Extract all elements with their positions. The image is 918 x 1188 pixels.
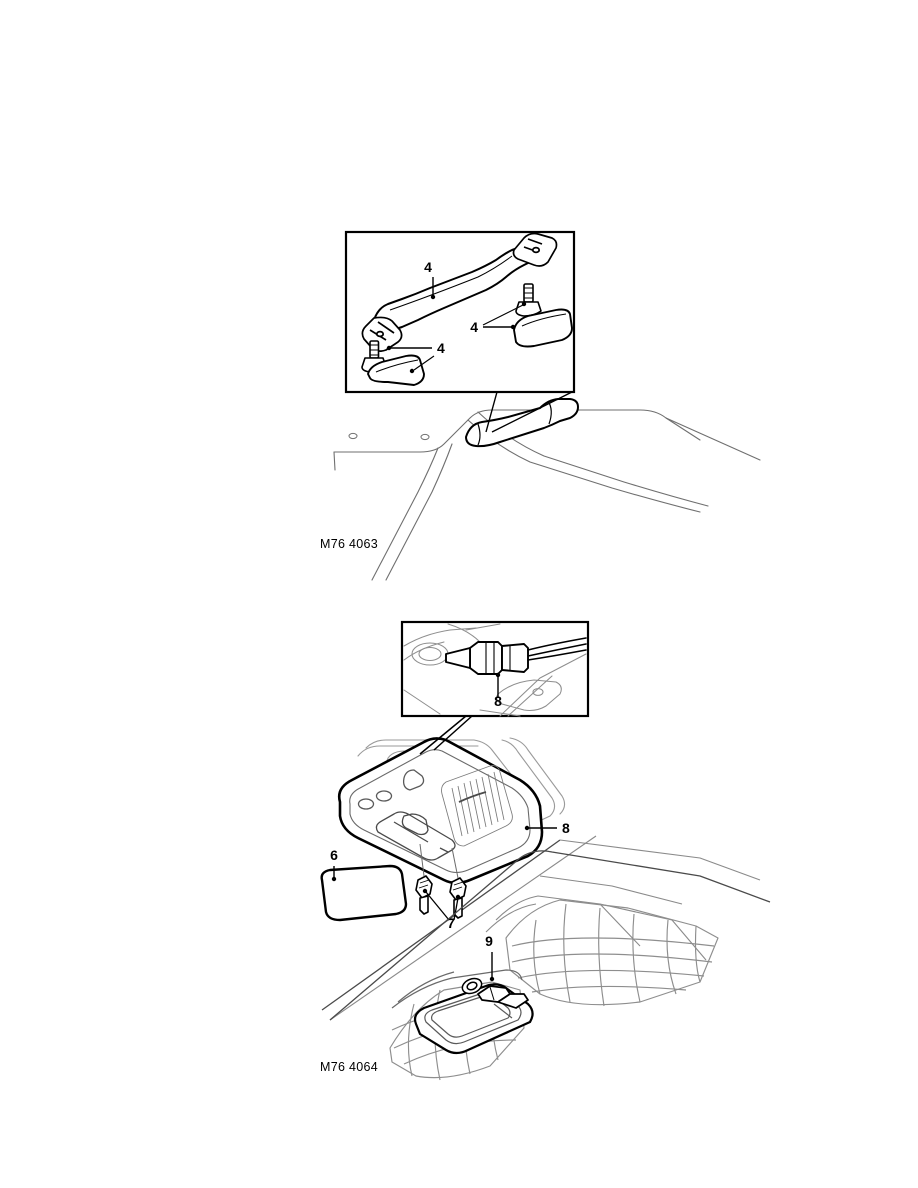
callout-label-4-right: 4 (470, 319, 478, 335)
loadspace-trim-outline (329, 850, 771, 1021)
grab-handle-mount-right (512, 232, 558, 267)
callout-9-lamp: 9 (485, 933, 495, 982)
loadspace-rail-left (391, 969, 523, 1009)
roof-headlining-outline (333, 409, 761, 581)
callout-label-8-console: 8 (562, 820, 570, 836)
headlining-plane-secondary (329, 835, 761, 1021)
cover-cap-right (513, 308, 573, 348)
figure-2-caption: M76 4064 (320, 1060, 378, 1074)
overhead-console-assembly (337, 737, 544, 885)
loadspace-lamp-grommet (461, 977, 483, 995)
screw-alignment-lines (419, 843, 459, 879)
callout-4-left: 4 (386, 340, 445, 374)
callout-label-4-left: 4 (437, 340, 445, 356)
callout-label-6: 6 (330, 847, 338, 863)
callout-label-8-connector: 8 (494, 693, 502, 709)
headlining-fixing-holes (348, 432, 430, 441)
grab-handle-rail-crease (389, 255, 513, 311)
console-fixing-screw-left (415, 875, 433, 915)
callout-label-7: 7 (447, 915, 455, 931)
cover-cap-left (367, 354, 425, 386)
callout-label-4-rail: 4 (424, 259, 432, 275)
console-switch-buttons[interactable] (357, 769, 425, 810)
console-lamp-grille (441, 765, 513, 847)
connector-wiring (527, 637, 587, 661)
installed-grab-handle-end-detail (477, 400, 552, 446)
loadspace-lamp-connector (477, 985, 529, 1009)
figure-overhead-console: 8 8 6 (0, 590, 918, 1110)
figure-grab-handle: 4 4 4 (0, 0, 918, 581)
figure-1-caption: M76 4063 (320, 537, 378, 551)
cargo-net-right (505, 899, 719, 1007)
detail-box-leader-lines (485, 391, 573, 433)
callout-6-cover: 6 (330, 847, 338, 882)
callout-8-console: 8 (524, 820, 570, 836)
callout-8-connector: 8 (494, 672, 502, 709)
callout-4-right: 4 (470, 301, 527, 335)
electrical-connector (445, 641, 529, 675)
callout-7-screws: 7 (422, 888, 461, 931)
console-inner-rim (349, 749, 531, 874)
installed-grab-handle (465, 398, 579, 448)
callout-4-rail: 4 (424, 259, 436, 300)
console-fixing-screw-right (449, 877, 467, 919)
connector-detail-background (403, 623, 587, 717)
console-trim-cover-panel (320, 864, 408, 922)
connector-box-leader-lines (419, 715, 473, 755)
callout-label-9: 9 (485, 933, 493, 949)
